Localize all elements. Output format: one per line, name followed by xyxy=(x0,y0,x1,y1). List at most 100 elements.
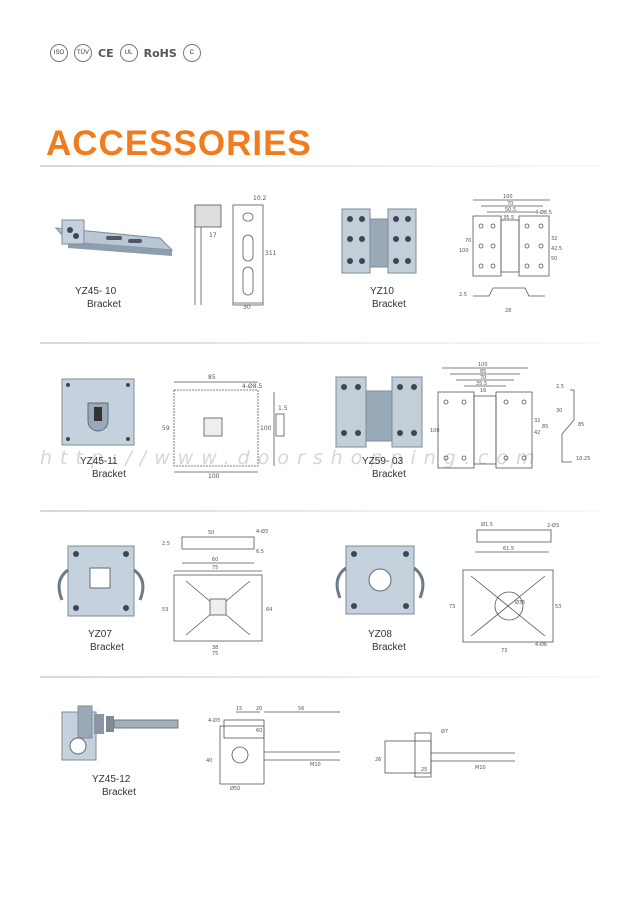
yz45-11-drawing: 85 4-Ø8.5 59 100 100 1.5 xyxy=(162,374,288,480)
dim-label: M10 xyxy=(310,762,321,768)
dim-label: 4-Ø3 xyxy=(256,528,268,535)
dim-label: 100 xyxy=(208,473,220,480)
dim-label: 26 xyxy=(375,757,381,763)
model-code: YZ45-11 xyxy=(80,456,118,467)
iso-seal-icon: ISO xyxy=(50,44,68,62)
yz45-12-side-drawing: Ø7 26 25 M10 xyxy=(375,728,515,778)
yz08-drawing: Ø1.5 2-Ø3 61.5 Ø35 73 53 73 4-Ø6 xyxy=(449,521,561,654)
item-label-yz45-10: YZ45- 10 Bracket xyxy=(75,285,121,311)
item-label-yz45-11: YZ45-11 Bracket xyxy=(80,455,126,481)
dim-label: 4-Ø8.5 xyxy=(535,209,552,216)
certification-marks: ISO TÜV CE UL RoHS C xyxy=(50,42,201,64)
dim-label: 56 xyxy=(298,706,304,712)
yz45-10-photo xyxy=(54,219,174,256)
dim-label: 15 xyxy=(236,706,242,712)
tuv-seal-icon: TÜV xyxy=(74,44,92,62)
dim-label: 4-Ø6 xyxy=(535,641,547,648)
item-type: Bracket xyxy=(372,299,406,310)
dim-label: 59 xyxy=(162,425,170,432)
item-type: Bracket xyxy=(92,469,126,480)
dim-label: 17 xyxy=(209,232,217,239)
item-label-yz45-12: YZ45-12 Bracket xyxy=(92,773,136,799)
yz59-03-drawing: 100 85 70 35.5 16 32 42 85 100 30 2.5 85… xyxy=(430,362,590,469)
yz45-12-photo xyxy=(61,705,179,761)
item-label-yz08: YZ08 Bracket xyxy=(368,628,406,654)
dim-label: 61.5 xyxy=(503,546,514,552)
dim-label: 4-Ø3 xyxy=(208,717,220,724)
dim-label: 64 xyxy=(266,607,272,613)
item-type: Bracket xyxy=(87,299,121,310)
page-title: ACCESSORIES xyxy=(46,124,312,163)
copyright-c-icon: C xyxy=(182,44,201,62)
yz45-11-photo xyxy=(61,378,135,446)
dim-label: 75 xyxy=(212,565,218,571)
divider-3 xyxy=(40,676,600,678)
dim-label: 85 xyxy=(208,374,216,381)
yz10-photo xyxy=(341,208,417,274)
divider-1 xyxy=(40,342,600,344)
dim-label: 6.5 xyxy=(256,549,264,555)
yz59-03-photo xyxy=(335,376,423,448)
dim-label: 100 xyxy=(459,248,469,254)
dim-label: 50 xyxy=(551,256,557,262)
dim-label: 50 xyxy=(208,530,214,536)
dim-label: 85 xyxy=(480,369,486,375)
dim-label: 73 xyxy=(501,648,507,654)
dim-label: 4-Ø8.5 xyxy=(242,383,262,390)
dim-label: 20 xyxy=(256,706,262,712)
model-code: YZ59- 03 xyxy=(362,456,404,467)
dim-label: 70 xyxy=(480,375,486,381)
yz45-10-drawing: 10.2 17 311 30 xyxy=(194,195,277,310)
watermark: http://www.doorshopping.com xyxy=(40,447,543,469)
dim-label: 2.5 xyxy=(162,541,170,547)
model-code: YZ45- 10 xyxy=(75,286,117,297)
item-type: Bracket xyxy=(372,642,406,653)
yz07-photo xyxy=(57,545,145,617)
model-code: YZ07 xyxy=(88,629,112,640)
dim-label: 38 xyxy=(212,645,218,651)
dim-label: 42.5 xyxy=(551,246,562,252)
dim-label: 10.2 xyxy=(253,195,267,202)
dim-label: 100 xyxy=(260,425,272,432)
dim-label: M10 xyxy=(475,765,486,771)
dim-label: 100 xyxy=(478,362,488,368)
model-code: YZ45-12 xyxy=(92,774,131,785)
dim-label: 25 xyxy=(421,767,427,773)
dim-label: 100 xyxy=(430,428,440,434)
dim-label: 16 xyxy=(480,388,486,394)
dim-label: 30 xyxy=(556,408,562,414)
dim-label: 35.5 xyxy=(503,215,514,221)
dim-label: 70 xyxy=(507,201,513,207)
item-label-yz07: YZ07 Bracket xyxy=(88,628,124,654)
dim-label: Ø7 xyxy=(441,728,448,735)
yz45-12-drawing: 4-Ø3 15 20 56 M10 40 60 Ø50 xyxy=(206,706,340,792)
ce-mark: CE xyxy=(98,46,114,60)
dim-label: 10.25 xyxy=(576,456,590,462)
dim-label: 30 xyxy=(243,304,251,310)
yz10-drawing: 100 70 50.5 35.5 4-Ø8.5 32 42.5 50 100 7… xyxy=(459,194,562,314)
dim-label: 53 xyxy=(162,607,168,613)
dim-label: 42 xyxy=(534,430,540,436)
yz08-photo xyxy=(335,545,425,615)
dim-label: 2.5 xyxy=(556,384,564,390)
divider-2 xyxy=(40,510,600,512)
item-label-yz59-03: YZ59- 03 Bracket xyxy=(362,455,406,481)
dim-label: Ø1.5 xyxy=(481,521,493,528)
dim-label: 85 xyxy=(542,424,548,430)
dim-label: 35.5 xyxy=(476,381,487,387)
dim-label: 32 xyxy=(551,236,557,242)
dim-label: 53 xyxy=(555,604,561,610)
ul-mark-icon: UL xyxy=(119,44,138,62)
item-type: Bracket xyxy=(90,642,124,653)
dim-label: 75 xyxy=(212,651,218,655)
model-code: YZ10 xyxy=(370,286,394,297)
yz07-drawing: 4-Ø3 50 60 75 64 53 2.5 6.5 38 75 xyxy=(162,528,272,655)
dim-label: 32 xyxy=(534,418,540,424)
dim-label: 1.5 xyxy=(278,405,288,412)
divider-top xyxy=(40,165,600,167)
dim-label: Ø50 xyxy=(230,785,240,792)
dim-label: Ø35 xyxy=(515,599,525,606)
dim-label: 50.5 xyxy=(505,207,516,213)
rohs-mark: RoHS xyxy=(143,46,177,60)
dim-label: 73 xyxy=(449,604,455,610)
